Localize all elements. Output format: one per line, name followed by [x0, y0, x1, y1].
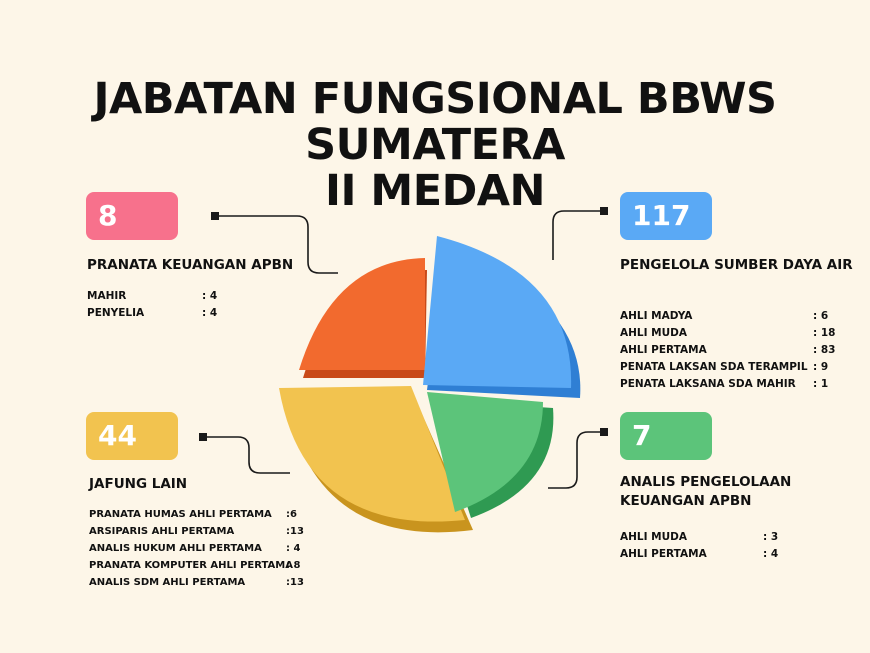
analis-keuangan-title-line-1: ANALIS PENGELOLAAN — [620, 474, 792, 490]
item-name: AHLI MUDA — [620, 327, 687, 339]
analis-keuangan-title-line-2: KEUANGAN APBN — [620, 493, 752, 509]
list-item: AHLI MUDA : 3 — [620, 529, 778, 546]
pranata-keuangan-count: 8 — [98, 199, 118, 232]
item-value: : 4 — [202, 290, 218, 302]
list-item: PENYELIA : 4 — [87, 305, 217, 322]
pengelola-sda-count: 117 — [632, 199, 691, 232]
list-item: AHLI MADYA : 6 — [620, 308, 835, 325]
connector-end-pengelola-sda — [600, 207, 608, 215]
connector-analis-keuangan — [548, 431, 603, 489]
item-name: PRANATA HUMAS AHLI PERTAMA — [89, 509, 272, 520]
item-value: : 4 — [202, 307, 218, 319]
item-name: AHLI PERTAMA — [620, 548, 707, 560]
item-name: PENYELIA — [87, 307, 145, 319]
list-item: PRANATA HUMAS AHLI PERTAMA :6 — [89, 506, 304, 523]
pengelola-sda-count-badge: 117 — [620, 192, 712, 240]
item-value: :13 — [286, 526, 304, 537]
analis-keuangan-title: ANALIS PENGELOLAAN KEUANGAN APBN — [620, 473, 791, 511]
list-item: AHLI MUDA : 18 — [620, 325, 835, 342]
pranata-keuangan-title: PRANATA KEUANGAN APBN — [87, 257, 294, 273]
item-value: : 6 — [813, 310, 829, 322]
page-title: JABATAN FUNGSIONAL BBWS SUMATERA II MEDA… — [0, 76, 870, 214]
item-value: :13 — [286, 577, 304, 588]
item-value: : 18 — [813, 327, 836, 339]
list-item: AHLI PERTAMA : 4 — [620, 546, 778, 563]
pengelola-sda-list: AHLI MADYA : 6 AHLI MUDA : 18 AHLI PERTAMA : … — [620, 308, 835, 393]
connector-pengelola-sda — [552, 210, 603, 260]
connector-pranata-keuangan — [215, 215, 338, 274]
item-value: : 8 — [286, 560, 301, 571]
list-item: PENATA LAKSANA SDA MAHIR : 1 — [620, 376, 835, 393]
title-line-2: II MEDAN — [324, 166, 546, 216]
item-name: AHLI MUDA — [620, 531, 687, 543]
analis-keuangan-count-badge: 7 — [620, 412, 712, 460]
connector-jafung-lain — [203, 436, 290, 474]
item-name: ANALIS HUKUM AHLI PERTAMA — [89, 543, 262, 554]
jafung-lain-count: 44 — [98, 419, 137, 452]
list-item: AHLI PERTAMA : 83 — [620, 342, 835, 359]
item-value: : 4 — [763, 548, 779, 560]
pranata-keuangan-list: MAHIR : 4 PENYELIA : 4 — [87, 288, 217, 322]
item-value: : 1 — [813, 378, 829, 390]
item-value: : 9 — [813, 361, 829, 373]
item-name: ARSIPARIS AHLI PERTAMA — [89, 526, 235, 537]
item-name: PRANATA KOMPUTER AHLI PERTAMA — [89, 560, 293, 571]
item-value: : 83 — [813, 344, 836, 356]
pie-slice-orange — [299, 258, 427, 378]
analis-keuangan-list: AHLI MUDA : 3 AHLI PERTAMA : 4 — [620, 529, 778, 563]
list-item: ANALIS HUKUM AHLI PERTAMA : 4 — [89, 540, 304, 557]
item-name: AHLI PERTAMA — [620, 344, 707, 356]
item-name: AHLI MADYA — [620, 310, 693, 322]
item-value: :6 — [286, 509, 297, 520]
list-item: MAHIR : 4 — [87, 288, 217, 305]
list-item: ARSIPARIS AHLI PERTAMA :13 — [89, 523, 304, 540]
item-value: : 4 — [286, 543, 301, 554]
pie-illustration — [279, 236, 581, 533]
pranata-keuangan-count-badge: 8 — [86, 192, 178, 240]
connector-end-pranata-keuangan — [211, 212, 219, 220]
connector-end-analis-keuangan — [600, 428, 608, 436]
item-value: : 3 — [763, 531, 779, 543]
analis-keuangan-count: 7 — [632, 419, 652, 452]
list-item: PENATA LAKSAN SDA TERAMPIL : 9 — [620, 359, 835, 376]
jafung-lain-title: JAFUNG LAIN — [89, 476, 188, 492]
list-item: ANALIS SDM AHLI PERTAMA :13 — [89, 574, 304, 591]
pie-slice-blue — [423, 236, 581, 398]
pengelola-sda-title: PENGELOLA SUMBER DAYA AIR — [620, 257, 853, 273]
pie-slice-yellow — [279, 386, 473, 533]
item-name: MAHIR — [87, 290, 127, 302]
connector-end-jafung-lain — [199, 433, 207, 441]
title-line-1: JABATAN FUNGSIONAL BBWS SUMATERA — [93, 74, 777, 170]
pie-slice-green — [427, 392, 554, 518]
item-name: PENATA LAKSAN SDA TERAMPIL — [620, 361, 808, 373]
list-item: PRANATA KOMPUTER AHLI PERTAMA: 8 — [89, 557, 304, 574]
jafung-lain-count-badge: 44 — [86, 412, 178, 460]
item-name: PENATA LAKSANA SDA MAHIR — [620, 378, 796, 390]
item-name: ANALIS SDM AHLI PERTAMA — [89, 577, 246, 588]
